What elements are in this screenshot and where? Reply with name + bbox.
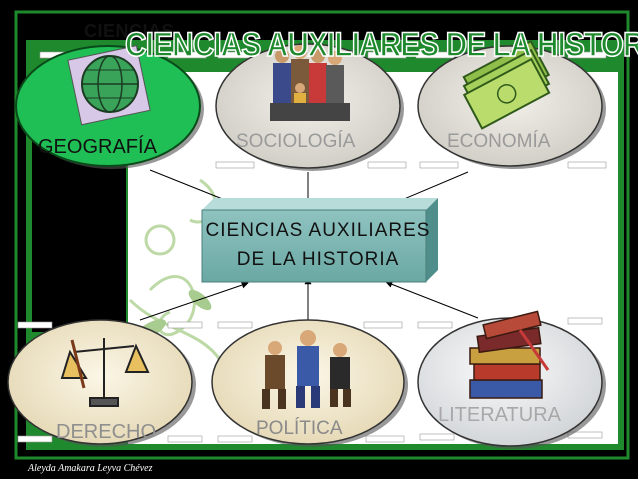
- slide-title: CIENCIAS AUXILIARES DE LA HISTORIA: [125, 26, 638, 65]
- author-credit: Aleyda Amakara Leyva Chévez: [28, 463, 153, 474]
- node-label-economia: ECONOMÍA: [447, 131, 550, 153]
- center-box-line-1: CIENCIAS AUXILIARES: [163, 220, 473, 242]
- center-box-line-2: DE LA HISTORIA: [163, 249, 473, 271]
- node-label-geografia: GEOGRAFÍA: [38, 136, 157, 159]
- node-label-sociologia: SOCIOLOGÍA: [236, 131, 355, 153]
- node-label-literatura: LITERATURA: [438, 404, 561, 427]
- node-label-politica: POLÍTICA: [256, 418, 343, 440]
- node-label-derecho: DERECHO: [56, 421, 156, 444]
